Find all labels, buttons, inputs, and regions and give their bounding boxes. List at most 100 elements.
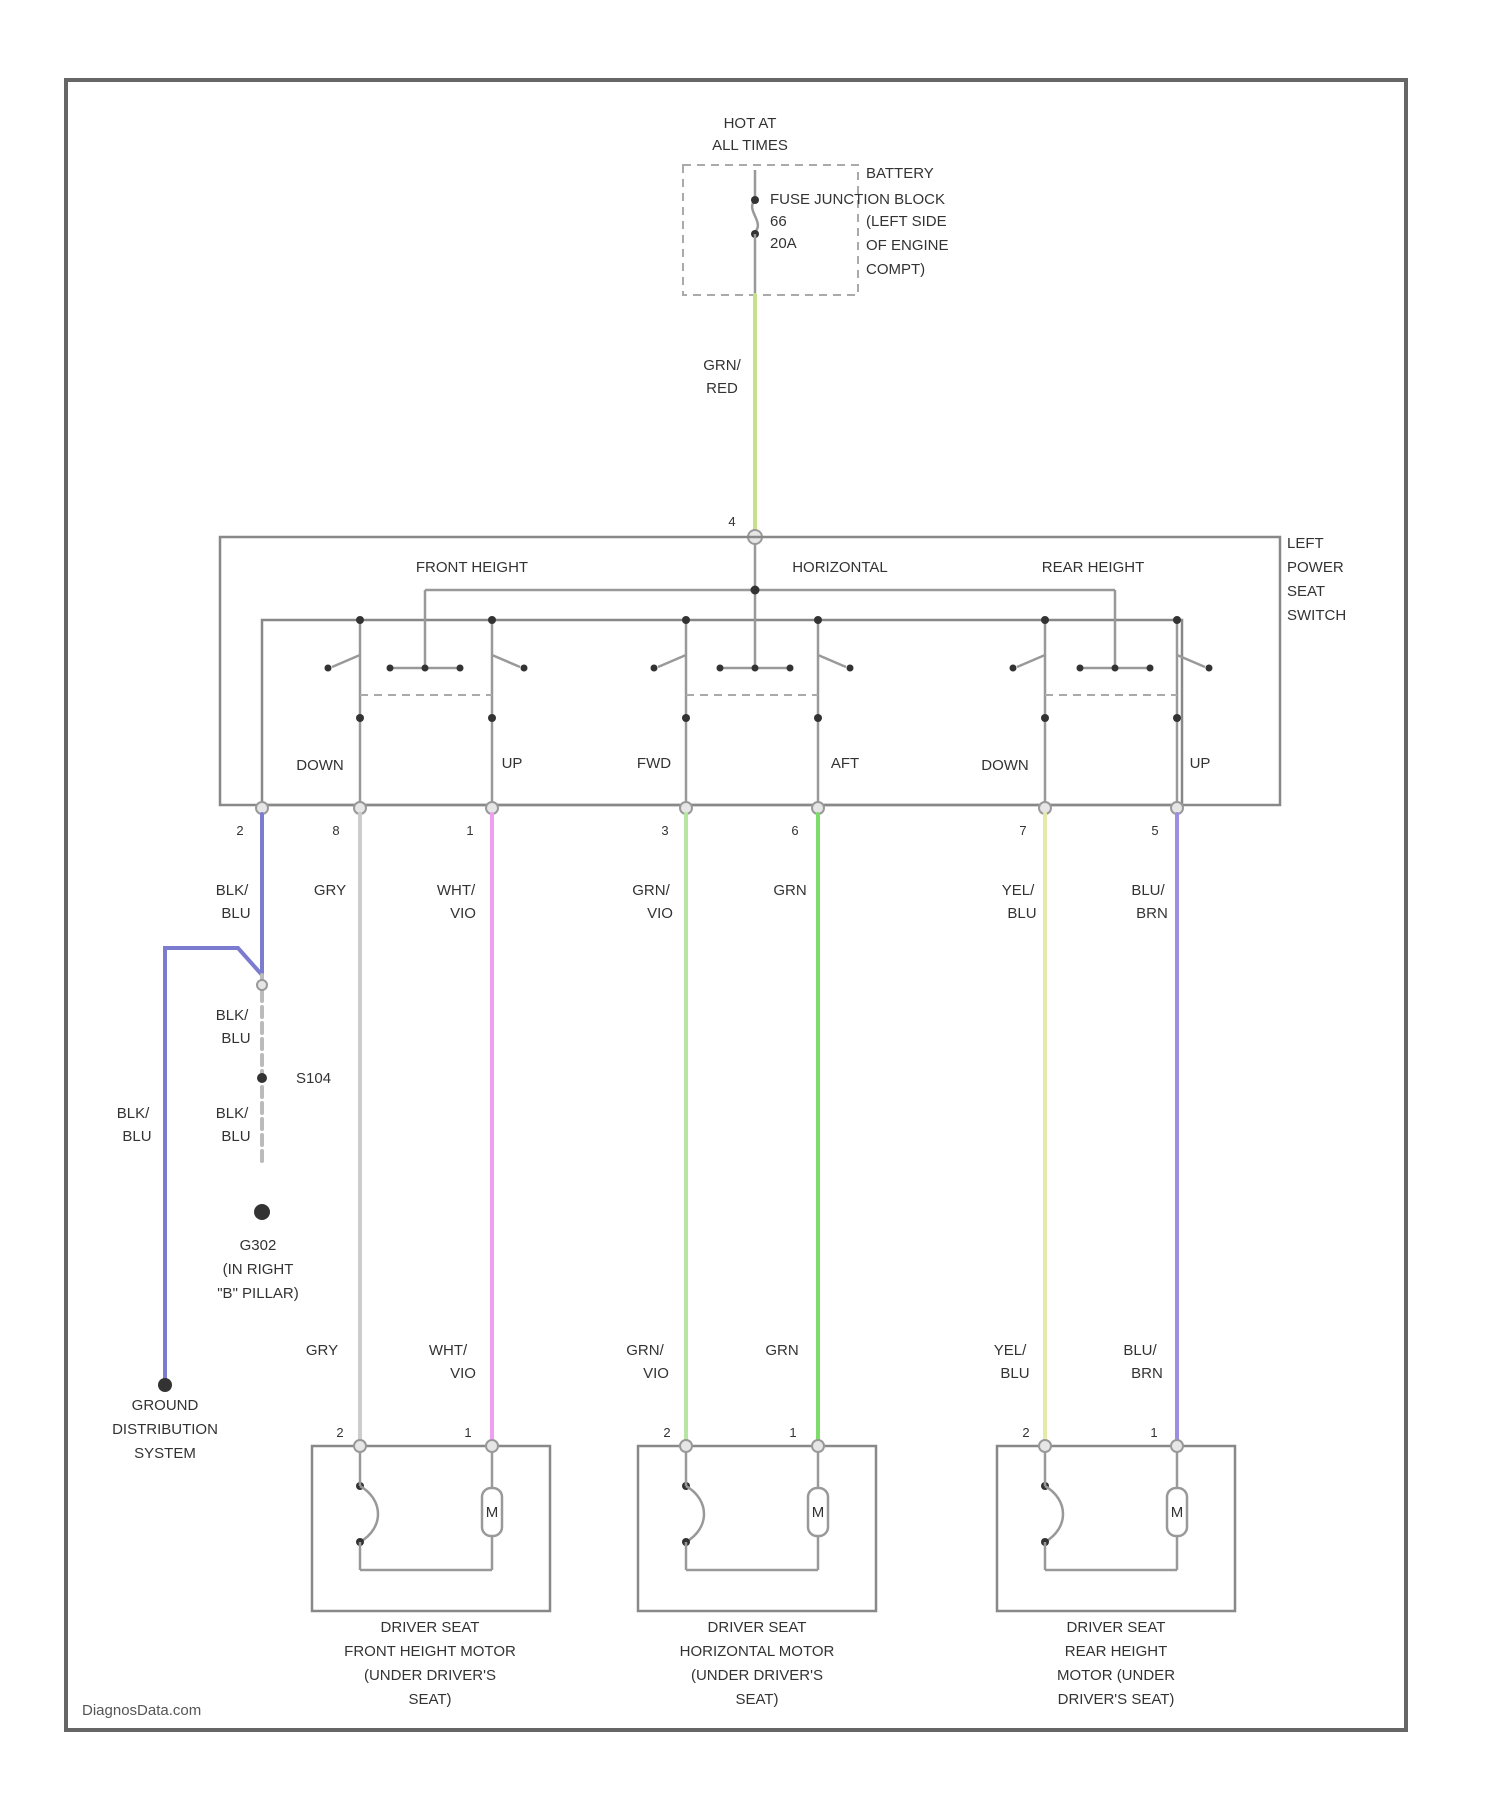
m2-pin-right: 1	[1150, 1425, 1157, 1440]
hot-label-2: ALL TIMES	[712, 137, 788, 154]
ground-wire-label-3b: BLU	[122, 1128, 151, 1145]
m2-pin-left: 2	[1022, 1425, 1029, 1440]
battery-label-1: (LEFT SIDE	[866, 213, 947, 230]
pole-top-node-0-0	[356, 616, 364, 624]
pin-label-4: 6	[791, 823, 798, 838]
wire-label-5a: YEL/	[1002, 882, 1035, 899]
pole-top-node-1-0	[682, 616, 690, 624]
wire-label-1a: GRY	[314, 882, 346, 899]
m0-pin-left: 2	[336, 1425, 343, 1440]
pole-arm-node-2-0	[1010, 665, 1017, 672]
switch-title-3: SWITCH	[1287, 607, 1346, 624]
pole-arm-node-0-1	[521, 665, 528, 672]
pole-arm-node-1-1	[847, 665, 854, 672]
m2-name-2: MOTOR (UNDER	[1057, 1667, 1175, 1684]
feed-pin-label: 4	[728, 514, 735, 529]
section-rear-height: REAR HEIGHT	[1042, 559, 1145, 576]
wire-label-5b: BLU	[1007, 905, 1036, 922]
pole-top-node-1-1	[814, 616, 822, 624]
motor-terminal-1-0	[680, 1440, 692, 1452]
common-node-0-2	[457, 665, 464, 672]
m0-pin-right: 1	[464, 1425, 471, 1440]
pole-bottom-node-0-1	[488, 714, 496, 722]
switch-title-1: POWER	[1287, 559, 1344, 576]
motor-terminal-2-0	[1039, 1440, 1051, 1452]
wire-label-3b: VIO	[647, 905, 673, 922]
pole-top-node-2-1	[1173, 616, 1181, 624]
m2-name-0: DRIVER SEAT	[1067, 1619, 1166, 1636]
switch-title-2: SEAT	[1287, 583, 1325, 600]
m0-left-wire-a: GRY	[306, 1342, 338, 1359]
left-power-seat-switch: LEFT POWER SEAT SWITCH FRONT HEIGHT HORI…	[220, 535, 1346, 805]
wire-label-2b: VIO	[450, 905, 476, 922]
m0-name-1: FRONT HEIGHT MOTOR	[344, 1643, 516, 1660]
pole-top-node-0-1	[488, 616, 496, 624]
splice-label: S104	[296, 1070, 331, 1087]
pin-label-2: 1	[466, 823, 473, 838]
m1-left-wire-a: GRN/	[626, 1342, 664, 1359]
g302-label-2: "B" PILLAR)	[217, 1285, 299, 1302]
common-node-0-1	[422, 665, 429, 672]
motor-terminal-1-1	[812, 1440, 824, 1452]
wire-label-0b: BLU	[221, 905, 250, 922]
motor-box-1	[638, 1446, 876, 1611]
wire-label-2a: WHT/	[437, 882, 476, 899]
breaker-arc-2	[1045, 1486, 1063, 1542]
m0-name-2: (UNDER DRIVER'S	[364, 1667, 496, 1684]
fuse-block-outline	[683, 165, 858, 295]
pole-arm-node-1-0	[651, 665, 658, 672]
common-node-1-2	[787, 665, 794, 672]
common-node-0-0	[387, 665, 394, 672]
pole-arm-1-1	[818, 655, 846, 667]
motor-terminal-0-1	[486, 1440, 498, 1452]
common-node-2-2	[1147, 665, 1154, 672]
m1-left-wire-b: VIO	[643, 1365, 669, 1382]
m1-symbol: M	[812, 1504, 825, 1521]
m2-right-wire-b: BRN	[1131, 1365, 1163, 1382]
fuse-amperage: 20A	[770, 235, 797, 252]
fuse-element	[752, 200, 758, 232]
motor-box-2	[997, 1446, 1235, 1611]
pole-top-node-2-0	[1041, 616, 1049, 624]
m1-right-wire-a: GRN	[765, 1342, 798, 1359]
switch-housing	[220, 537, 1280, 805]
m0-name-3: SEAT)	[408, 1691, 451, 1708]
g302-label-0: G302	[240, 1237, 277, 1254]
pos-label-aft: AFT	[831, 755, 859, 772]
m2-left-wire-a: YEL/	[994, 1342, 1027, 1359]
battery-label-3: COMPT)	[866, 261, 925, 278]
m0-name-0: DRIVER SEAT	[381, 1619, 480, 1636]
m1-name-3: SEAT)	[735, 1691, 778, 1708]
splice-node-0	[257, 1073, 267, 1083]
pole-bottom-node-1-1	[814, 714, 822, 722]
power-source: HOT AT ALL TIMES FUSE JUNCTION BLOCK 66 …	[683, 115, 949, 295]
m1-pin-left: 2	[663, 1425, 670, 1440]
hot-label-1: HOT AT	[724, 115, 777, 132]
fuse-node-top	[751, 196, 759, 204]
ground-dist-label-2: SYSTEM	[134, 1445, 196, 1462]
bus-junction	[751, 586, 760, 595]
pole-arm-node-0-0	[325, 665, 332, 672]
wire-label-3a: GRN/	[632, 882, 670, 899]
motors: GRY WHT/ VIO GRN/ VIO GRN YEL/ BLU BLU/ …	[306, 1342, 1235, 1708]
battery-label-0: BATTERY	[866, 165, 934, 182]
pos-label-rear-up: UP	[1190, 755, 1211, 772]
pin-label-6: 5	[1151, 823, 1158, 838]
pin-label-0: 2	[236, 823, 243, 838]
ground-dist-label-1: DISTRIBUTION	[112, 1421, 218, 1438]
g302-ground-point	[254, 1204, 270, 1220]
watermark: DiagnosData.com	[82, 1702, 201, 1719]
fuse-block-label: FUSE JUNCTION BLOCK	[770, 191, 945, 208]
pole-bottom-node-1-0	[682, 714, 690, 722]
feed-wire-label-2: RED	[706, 380, 738, 397]
wire-label-0a: BLK/	[216, 882, 249, 899]
feed-wire-label-1: GRN/	[703, 357, 741, 374]
breaker-arc-0	[360, 1486, 378, 1542]
pole-arm-2-0	[1017, 655, 1045, 667]
m2-symbol: M	[1171, 1504, 1184, 1521]
pos-label-rear-down: DOWN	[981, 757, 1029, 774]
m0-right-wire-b: VIO	[450, 1365, 476, 1382]
common-node-1-0	[717, 665, 724, 672]
common-node-1-1	[752, 665, 759, 672]
